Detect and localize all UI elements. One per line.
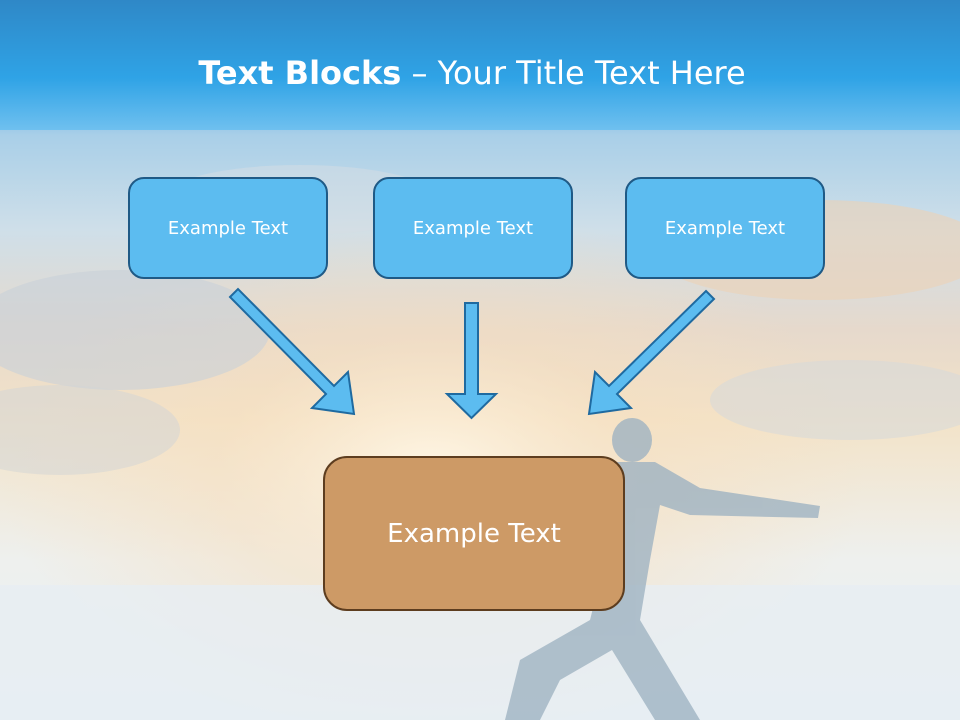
- text-block-middle[interactable]: Example Text: [373, 177, 573, 279]
- title-rest: Your Title Text Here: [437, 54, 746, 92]
- text-block-middle-label: Example Text: [412, 217, 534, 239]
- title-dash: –: [401, 54, 438, 92]
- center-text-block[interactable]: Example Text: [323, 456, 625, 611]
- center-text-block-label: Example Text: [387, 518, 561, 549]
- title-bold: Text Blocks: [198, 54, 402, 92]
- title-bar: [0, 0, 960, 130]
- text-block-left-label: Example Text: [167, 217, 289, 239]
- arrow-down-icon: [444, 302, 499, 420]
- arrow-down-right-icon: [228, 287, 356, 416]
- slide-title: Text Blocks – Your Title Text Here: [0, 54, 944, 92]
- cloud: [710, 360, 960, 440]
- text-block-right-label: Example Text: [664, 217, 786, 239]
- cloud: [0, 385, 180, 475]
- cloud: [0, 270, 270, 390]
- text-block-right[interactable]: Example Text: [625, 177, 825, 279]
- text-block-left[interactable]: Example Text: [128, 177, 328, 279]
- arrow-down-left-icon: [587, 289, 716, 416]
